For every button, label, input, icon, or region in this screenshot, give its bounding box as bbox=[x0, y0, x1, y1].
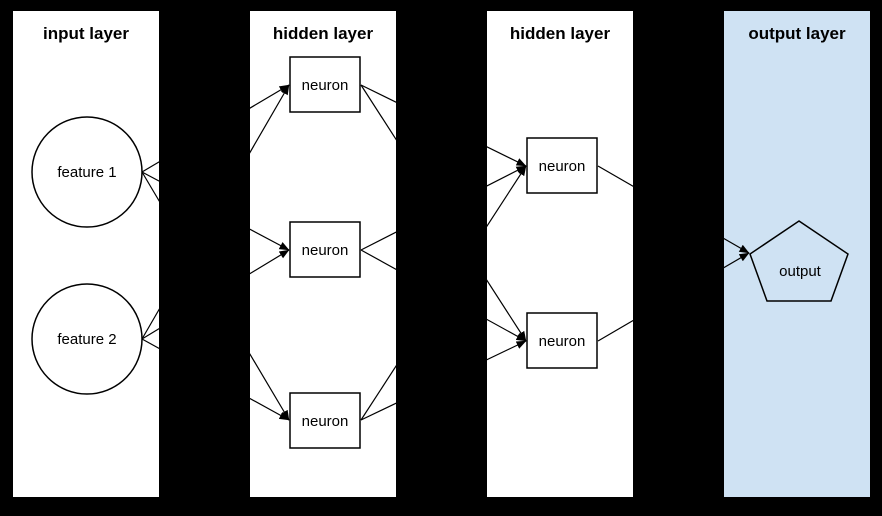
output-pentagon bbox=[749, 220, 849, 302]
hidden1-neuron3-box bbox=[289, 392, 361, 449]
edge-hidden1n3-hidden2n2 bbox=[360, 340, 527, 421]
feature-2-circle bbox=[31, 283, 143, 395]
hidden-layer-2-title: hidden layer bbox=[510, 24, 611, 43]
node-hidden2-neuron1: neuron bbox=[526, 137, 598, 194]
edge-hidden1n2-hidden2n2 bbox=[360, 249, 527, 342]
panel-hidden-layer-2 bbox=[487, 11, 633, 497]
input-layer-title: input layer bbox=[43, 24, 129, 43]
node-output: output bbox=[749, 220, 849, 302]
hidden1-neuron2-label: neuron bbox=[302, 242, 349, 259]
feature-1-circle bbox=[31, 116, 143, 228]
hidden1-neuron1-box bbox=[289, 56, 361, 113]
node-feature-1: feature 1 bbox=[31, 116, 143, 228]
hidden-layer-1-title: hidden layer bbox=[273, 24, 374, 43]
output-label: output bbox=[779, 263, 822, 280]
edge-feature1-hidden1n1 bbox=[141, 84, 290, 173]
edge-hidden1n1-hidden2n1 bbox=[360, 84, 527, 167]
edge-hidden1n2-hidden2n1 bbox=[360, 165, 527, 251]
hidden1-neuron3-label: neuron bbox=[302, 413, 349, 430]
output-layer-title: output layer bbox=[748, 24, 846, 43]
hidden2-neuron1-label: neuron bbox=[539, 158, 586, 175]
hidden1-neuron1-label: neuron bbox=[302, 77, 349, 94]
node-hidden1-neuron3: neuron bbox=[289, 392, 361, 449]
node-hidden1-neuron1: neuron bbox=[289, 56, 361, 113]
edge-feature2-hidden1n2 bbox=[141, 249, 290, 340]
edge-hidden1n1-hidden2n2 bbox=[360, 84, 527, 342]
hidden1-neuron2-box bbox=[289, 221, 361, 278]
edge-hidden2n1-output bbox=[597, 165, 750, 254]
edge-feature2-hidden1n1 bbox=[141, 84, 290, 340]
edge-hidden1n3-hidden2n1 bbox=[360, 165, 527, 421]
hidden2-neuron1-box bbox=[526, 137, 598, 194]
hidden2-neuron2-label: neuron bbox=[539, 333, 586, 350]
node-feature-2: feature 2 bbox=[31, 283, 143, 395]
hidden2-neuron2-box bbox=[526, 312, 598, 369]
panel-input-layer bbox=[13, 11, 159, 497]
edge-feature1-hidden1n3 bbox=[141, 171, 290, 421]
node-hidden1-neuron2: neuron bbox=[289, 221, 361, 278]
node-hidden2-neuron2: neuron bbox=[526, 312, 598, 369]
edge-hidden2n2-output bbox=[597, 252, 750, 342]
feature-2-label: feature 2 bbox=[57, 331, 116, 348]
edge-feature2-hidden1n3 bbox=[141, 338, 290, 421]
feature-1-label: feature 1 bbox=[57, 164, 116, 181]
